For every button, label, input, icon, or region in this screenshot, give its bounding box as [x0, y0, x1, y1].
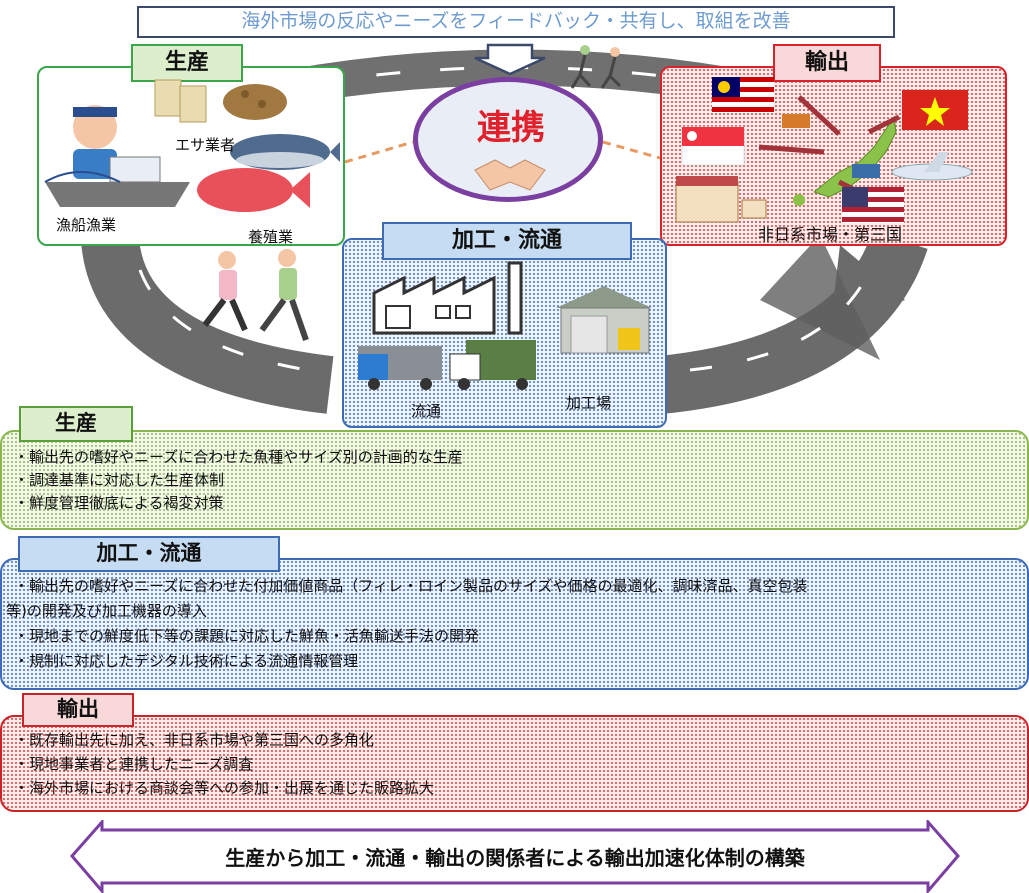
collaboration-label: 連携: [477, 108, 545, 148]
production-section: ・輸出先の嗜好やニーズに合わせた魚種やサイズ別の計画的な生産 ・調達基準に対応し…: [0, 430, 1029, 530]
feed-bags-icon: [154, 79, 207, 123]
processing-line-1: ・輸出先の嗜好やニーズに合わせた付加価値商品（フィレ・ロイン製品のサイズや価格の…: [14, 577, 808, 595]
processing-line-3: ・現地までの鮮度低下等の課題に対応した鮮魚・活魚輸送手法の開発: [14, 627, 480, 645]
truck-blue-icon: [358, 346, 442, 390]
export-illustration: [675, 77, 973, 223]
export-tag: 輸出: [773, 44, 881, 82]
container-icon-2: [852, 164, 880, 178]
distribution-label: 流通: [411, 402, 442, 420]
production-section-tag: 生産: [19, 406, 133, 442]
processing-tag: 加工・流通: [382, 222, 632, 260]
feed-supplier-label: エサ業者: [175, 136, 236, 154]
production-tag: 生産: [131, 44, 243, 82]
tuna-icon: [230, 134, 340, 170]
feed-pellets-icon: [223, 84, 287, 120]
vietnam-flag-icon: [902, 90, 968, 130]
processing-section-tag: 加工・流通: [18, 536, 280, 572]
production-illustration: [44, 79, 340, 212]
processing-plant-label: 加工場: [566, 394, 612, 412]
runners-left-icon: [202, 249, 309, 341]
processing-line-4: ・規制に対応したデジタル技術による流通情報管理: [14, 652, 359, 670]
shop-icon: [675, 176, 767, 223]
sea-bream-icon: [197, 168, 310, 212]
factory-icon: [372, 261, 523, 335]
airplane-icon: [891, 152, 973, 181]
export-line-3: ・海外市場における商談会等への参加・出展を通じた販路拡大: [14, 779, 435, 797]
production-line-2: ・調達基準に対応した生産体制: [14, 471, 225, 489]
processing-section: ・輸出先の嗜好やニーズに合わせた付加価値商品（フィレ・ロイン製品のサイズや価格の…: [0, 558, 1029, 690]
handshake-icon: [474, 159, 546, 191]
production-line-1: ・輸出先の嗜好やニーズに合わせた魚種やサイズ別の計画的な生産: [14, 448, 463, 466]
export-line-1: ・既存輸出先に加え、非日系市場や第三国への多角化: [14, 731, 375, 749]
singapore-flag-icon: [681, 126, 745, 166]
fishing-label: 漁船漁業: [56, 216, 117, 234]
export-line-2: ・現地事業者と連携したニーズ調査: [14, 755, 254, 773]
production-line-3: ・鮮度管理徹底による褐変対策: [14, 494, 224, 512]
container-icon: [782, 114, 810, 128]
export-section-tag: 輸出: [22, 693, 134, 727]
warehouse-icon: [556, 286, 652, 354]
runners-top-icon: [570, 45, 622, 89]
feedback-banner: 海外市場の反応やニーズをフィードバック・共有し、取組を改善: [137, 6, 895, 38]
bottom-banner-text: 生産から加工・流通・輸出の関係者による輸出加速化体制の構築: [225, 846, 805, 870]
usa-flag-icon: [842, 187, 904, 223]
export-markets-label: 非日系市場・第三国: [758, 225, 903, 244]
fishing-boat-icon: [44, 156, 190, 207]
truck-green-icon: [449, 340, 536, 390]
processing-line-2: 等)の開発及び加工機器の導入: [6, 602, 207, 620]
processing-illustration: [358, 261, 652, 390]
export-section: ・既存輸出先に加え、非日系市場や第三国への多角化 ・現地事業者と連携したニーズ調…: [0, 715, 1029, 812]
bottom-double-arrow: [70, 820, 960, 893]
malaysia-flag-icon: [712, 77, 774, 113]
aquaculture-label: 養殖業: [248, 228, 294, 246]
